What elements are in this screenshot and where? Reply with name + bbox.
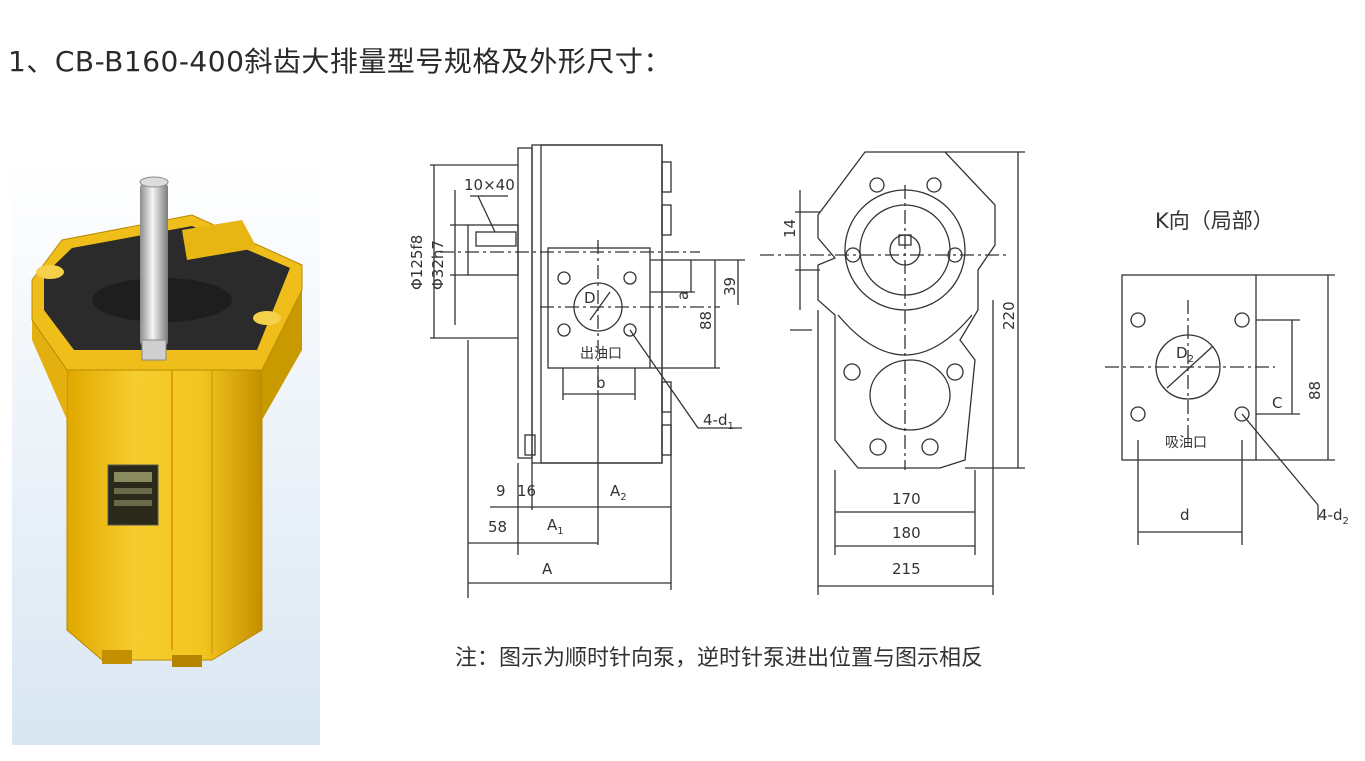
- dim-88-k-label: 88: [1306, 381, 1324, 400]
- bolt-holes-label: 4-d1: [703, 411, 734, 432]
- bolt-holes-text: 4-d: [703, 411, 727, 429]
- dim-220-label: 220: [1000, 301, 1018, 330]
- dim-a-label: a: [674, 291, 692, 300]
- k-bolt-holes-sub: 2: [1342, 516, 1348, 527]
- dim-39-label: 39: [721, 277, 739, 296]
- dim-180-label: 180: [892, 524, 921, 542]
- outlet-port-label: 出油口: [580, 346, 622, 362]
- dim-a1-label: A1: [547, 516, 564, 537]
- k-port-dia-sub: 2: [1188, 354, 1194, 365]
- front-view: [760, 151, 1025, 595]
- shaft-fit-outer-label: Φ125f8: [408, 235, 426, 290]
- dim-14-label: 14: [781, 219, 799, 238]
- dim-a2-text: A: [610, 482, 621, 500]
- port-dia-label: D: [584, 289, 596, 307]
- dim-c-label: C: [1272, 394, 1282, 412]
- side-view: [430, 144, 745, 598]
- page-title: 1、CB-B160-400斜齿大排量型号规格及外形尺寸：: [8, 45, 672, 78]
- keyway-label: 10×40: [464, 176, 515, 194]
- k-port-dia-text: D: [1176, 344, 1188, 362]
- k-view: [1105, 274, 1335, 545]
- dim-a-total-label: A: [542, 560, 553, 578]
- dim-9-label: 9: [496, 482, 506, 500]
- k-port-dia-label: D2: [1176, 344, 1194, 365]
- dim-d-label: d: [1180, 506, 1190, 524]
- pump-photo: [12, 160, 320, 745]
- inlet-port-label: 吸油口: [1165, 435, 1207, 451]
- dim-a1-text: A: [547, 516, 558, 534]
- k-view-title: K向（局部）: [1155, 209, 1274, 233]
- dim-215-label: 215: [892, 560, 921, 578]
- dim-170-label: 170: [892, 490, 921, 508]
- k-bolt-holes-label: 4-d2: [1318, 506, 1349, 527]
- dim-a1-sub: 1: [557, 526, 563, 537]
- dim-a2-label: A2: [610, 482, 627, 503]
- dim-88-side-label: 88: [697, 311, 715, 330]
- dim-b-label: b: [596, 374, 606, 392]
- dim-a2-sub: 2: [620, 492, 626, 503]
- dim-58-label: 58: [488, 518, 507, 536]
- drawing-note: 注：图示为顺时针向泵，逆时针泵进出位置与图示相反: [455, 646, 984, 671]
- k-bolt-holes-text: 4-d: [1318, 506, 1342, 524]
- dim-16-label: 16: [517, 482, 536, 500]
- shaft-fit-inner-label: Φ32h7: [429, 240, 447, 290]
- bolt-holes-sub: 1: [727, 421, 733, 432]
